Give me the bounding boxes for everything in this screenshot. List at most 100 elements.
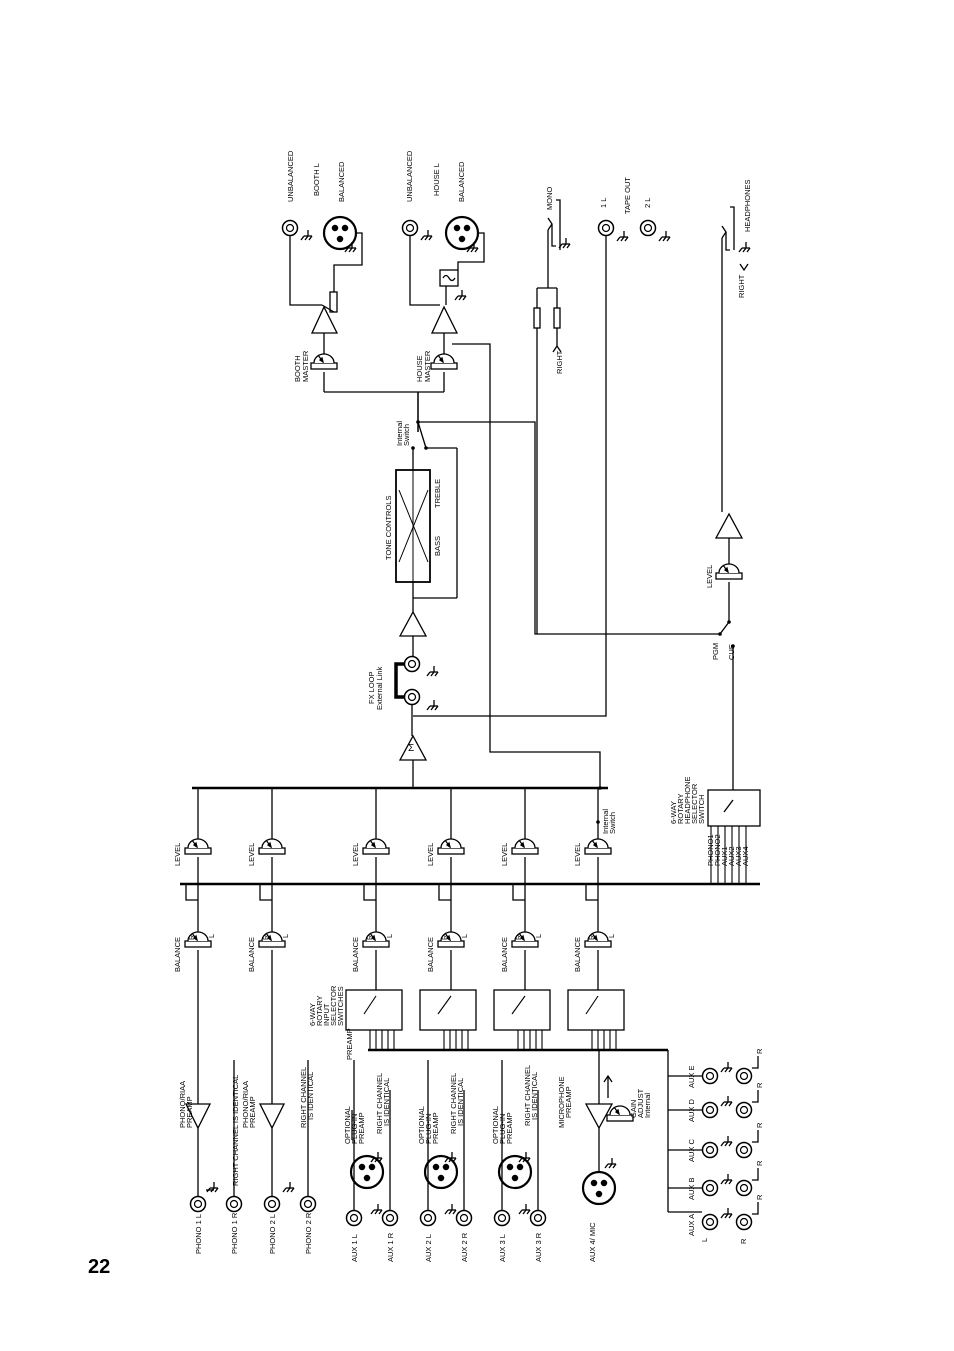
optional-preamp-3c: PREAMP — [505, 1112, 514, 1144]
tape-out-1-jack — [597, 219, 615, 237]
ch6-balance-label: BALANCE — [573, 937, 582, 972]
aux-b-r-out: R — [755, 1160, 764, 1166]
hp-source-6: AUX4 — [741, 846, 750, 866]
tone-controls — [395, 469, 431, 660]
hp-switch-label-4: SELECTOR — [690, 783, 699, 824]
ch3-level-label: LEVEL — [351, 843, 360, 866]
tape-out-1-label: 1 L — [599, 198, 608, 208]
aux-2-r-jack — [455, 1209, 473, 1227]
right-identical-5b: IS IDENTICAL — [530, 1072, 539, 1120]
aux-e-r-jack — [735, 1067, 753, 1085]
aux-2-r-label: AUX 2 R — [460, 1232, 469, 1262]
optional-preamp-2b: PLUG-IN — [424, 1114, 433, 1144]
booth-master-pot — [310, 353, 338, 370]
aux-3-l-label: AUX 3 L — [498, 1234, 507, 1262]
right-identical-1: RIGHT CHANNEL IS IDENTICAL — [231, 1075, 240, 1186]
ch4-balance-label: BALANCE — [426, 937, 435, 972]
optional-preamp-1b: PLUG-IN — [350, 1114, 359, 1144]
hp-source-2: PHONO2 — [713, 834, 722, 866]
right-identical-5a: RIGHT CHANNEL — [523, 1065, 532, 1126]
phono-2-l-jack — [263, 1195, 281, 1213]
house-unbalanced-label: UNBALANCED — [405, 150, 414, 202]
fx-loop-label: FX LOOP — [367, 671, 376, 704]
aux-a-r-jack — [735, 1213, 753, 1231]
hp-source-3: AUX1 — [720, 846, 729, 866]
house-output — [401, 215, 601, 788]
ch3-l: L — [385, 934, 394, 938]
selector-label-2: ROTARY — [315, 995, 324, 1026]
aux-3-l-jack — [493, 1209, 511, 1227]
optional-preamp-3a: OPTIONAL — [491, 1106, 500, 1144]
aux-d-r-jack — [735, 1101, 753, 1119]
optional-preamp-1c: PREAMP — [357, 1112, 366, 1144]
aux-a-l-jack — [701, 1213, 719, 1231]
house-master-label-2: MASTER — [423, 350, 432, 382]
house-channel-label: HOUSE L — [432, 163, 441, 196]
aux-1-l-jack — [345, 1209, 363, 1227]
tape-out-2-jack — [639, 219, 657, 237]
aux-a-l-letter: L — [700, 1238, 709, 1242]
aux-a-r-out: R — [755, 1194, 764, 1200]
aux-a-r-letter: R — [739, 1238, 748, 1244]
aux-1-r-label: AUX 1 R — [386, 1232, 395, 1262]
ch5-balance-label: BALANCE — [500, 937, 509, 972]
phono-2-r-jack — [299, 1195, 317, 1213]
aux-e-label: AUX E — [687, 1065, 696, 1088]
right-identical-2a: RIGHT CHANNEL — [299, 1067, 308, 1128]
right-identical-4b: IS IDENTICAL — [456, 1078, 465, 1126]
aux-3-r-jack — [529, 1209, 547, 1227]
ch1-balance-label: BALANCE — [173, 937, 182, 972]
hp-source-5: AUX3 — [734, 846, 743, 866]
aux-1-l-label: AUX 1 L — [350, 1234, 359, 1262]
right-identical-2b: IS IDENTICAL — [306, 1072, 315, 1120]
phono1-preamp-label-1: PHONO/RIAA — [178, 1081, 187, 1128]
hp-switch-label-5: SWITCH — [697, 794, 706, 824]
phono-2-l-label: PHONO 2 L — [268, 1214, 277, 1254]
right-identical-4a: RIGHT CHANNEL — [449, 1073, 458, 1134]
hp-switch-label-3: HEADPHONE — [683, 776, 692, 824]
tone-controls-label: TONE CONTROLS — [384, 496, 393, 560]
internal-switch-label-2: Switch — [402, 424, 411, 446]
ch1-r: R — [187, 934, 196, 940]
ch5-r: R — [514, 934, 523, 940]
optional-preamp-3b: PLUG-IN — [498, 1114, 507, 1144]
mono-label: MONO — [545, 187, 554, 210]
aux-e-r-out: R — [755, 1048, 764, 1054]
mic-preamp-label-1: MICROPHONE — [557, 1076, 566, 1128]
right-identical-3a: RIGHT CHANNEL — [375, 1073, 384, 1134]
phono-1-r-label: PHONO 1 R — [230, 1212, 239, 1254]
phono-1-l-label: PHONO 1 L — [194, 1214, 203, 1254]
ch1-level-label: LEVEL — [173, 843, 182, 866]
ch3-r: R — [365, 934, 374, 940]
aux-d-l-jack — [701, 1101, 719, 1119]
pgm-label: PGM — [711, 643, 720, 660]
page-number: 22 — [88, 1256, 111, 1278]
cue-label: CUE — [727, 644, 736, 660]
ch6-internal-switch-2: Switch — [608, 812, 617, 834]
phono2-preamp-label-1: PHONO/RIAA — [241, 1081, 250, 1128]
booth-xlr-jack — [322, 215, 358, 251]
headphones-label: HEADPHONES — [743, 179, 752, 232]
phono1-preamp-label-2: PREAMP — [185, 1096, 194, 1128]
ch2-r: R — [261, 934, 270, 940]
aux-3-r-label: AUX 3 R — [534, 1232, 543, 1262]
ch2-level-label: LEVEL — [247, 843, 256, 866]
aux-d-r-out: R — [755, 1082, 764, 1088]
mono-output — [533, 199, 571, 634]
treble-label: TREBLE — [433, 479, 442, 508]
headphone-level-pot — [715, 563, 743, 580]
ch4-r: R — [440, 934, 449, 940]
optional-preamp-2a: OPTIONAL — [417, 1106, 426, 1144]
aux-1-r-jack — [381, 1209, 399, 1227]
selector-wipers — [363, 995, 617, 1050]
booth-master-label-2: MASTER — [301, 350, 310, 382]
ch4-level-label: LEVEL — [426, 843, 435, 866]
hp-source-1: PHONO1 — [706, 834, 715, 866]
aux-2-l-jack — [419, 1209, 437, 1227]
booth-channel-label: BOOTH L — [312, 163, 321, 196]
hp-switch-label-2: ROTARY — [676, 793, 685, 824]
ch4-l: L — [460, 934, 469, 938]
aux-d-label: AUX D — [687, 1098, 696, 1122]
booth-master-label-1: BOOTH — [293, 355, 302, 382]
